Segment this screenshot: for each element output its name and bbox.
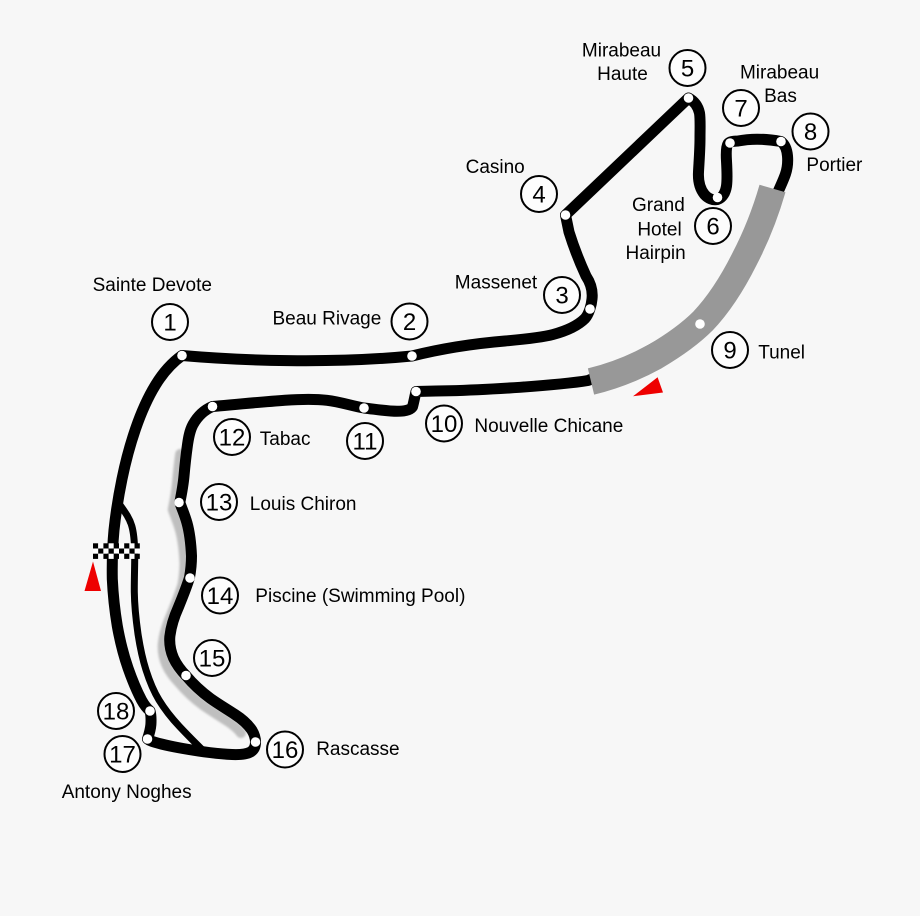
- svg-text:Massenet: Massenet: [455, 273, 538, 294]
- svg-text:Antony Noghes: Antony Noghes: [62, 782, 192, 803]
- svg-text:Hotel: Hotel: [637, 219, 681, 240]
- svg-text:1: 1: [163, 310, 176, 337]
- svg-text:Nouvelle Chicane: Nouvelle Chicane: [474, 416, 623, 437]
- svg-text:Rascasse: Rascasse: [316, 739, 399, 760]
- svg-text:8: 8: [804, 119, 817, 146]
- svg-text:13: 13: [206, 490, 233, 517]
- svg-text:Hairpin: Hairpin: [625, 243, 685, 264]
- svg-text:12: 12: [219, 425, 246, 452]
- svg-text:Tabac: Tabac: [260, 429, 311, 450]
- svg-text:3: 3: [555, 283, 568, 310]
- svg-text:11: 11: [353, 429, 378, 456]
- svg-text:18: 18: [103, 699, 130, 726]
- svg-text:Haute: Haute: [597, 64, 648, 85]
- svg-text:14: 14: [207, 583, 234, 610]
- svg-text:Beau Rivage: Beau Rivage: [273, 308, 382, 329]
- svg-text:Mirabeau: Mirabeau: [740, 63, 819, 84]
- svg-text:Piscine (Swimming Pool): Piscine (Swimming Pool): [255, 586, 465, 607]
- svg-text:Grand: Grand: [632, 195, 685, 216]
- svg-text:15: 15: [199, 646, 226, 673]
- svg-text:Portier: Portier: [806, 155, 863, 176]
- svg-text:Sainte Devote: Sainte Devote: [93, 275, 212, 296]
- svg-text:6: 6: [706, 214, 719, 241]
- svg-text:16: 16: [272, 737, 299, 764]
- svg-text:Tunel: Tunel: [758, 342, 805, 363]
- svg-text:Louis Chiron: Louis Chiron: [250, 494, 357, 515]
- svg-text:17: 17: [109, 742, 136, 769]
- svg-text:Mirabeau: Mirabeau: [582, 40, 661, 61]
- svg-text:9: 9: [723, 338, 736, 365]
- svg-text:7: 7: [734, 96, 747, 123]
- svg-text:4: 4: [532, 182, 545, 209]
- svg-text:10: 10: [431, 411, 458, 438]
- svg-text:Casino: Casino: [466, 157, 525, 178]
- svg-text:5: 5: [681, 56, 694, 83]
- svg-text:Bas: Bas: [764, 86, 797, 107]
- svg-text:2: 2: [403, 309, 416, 336]
